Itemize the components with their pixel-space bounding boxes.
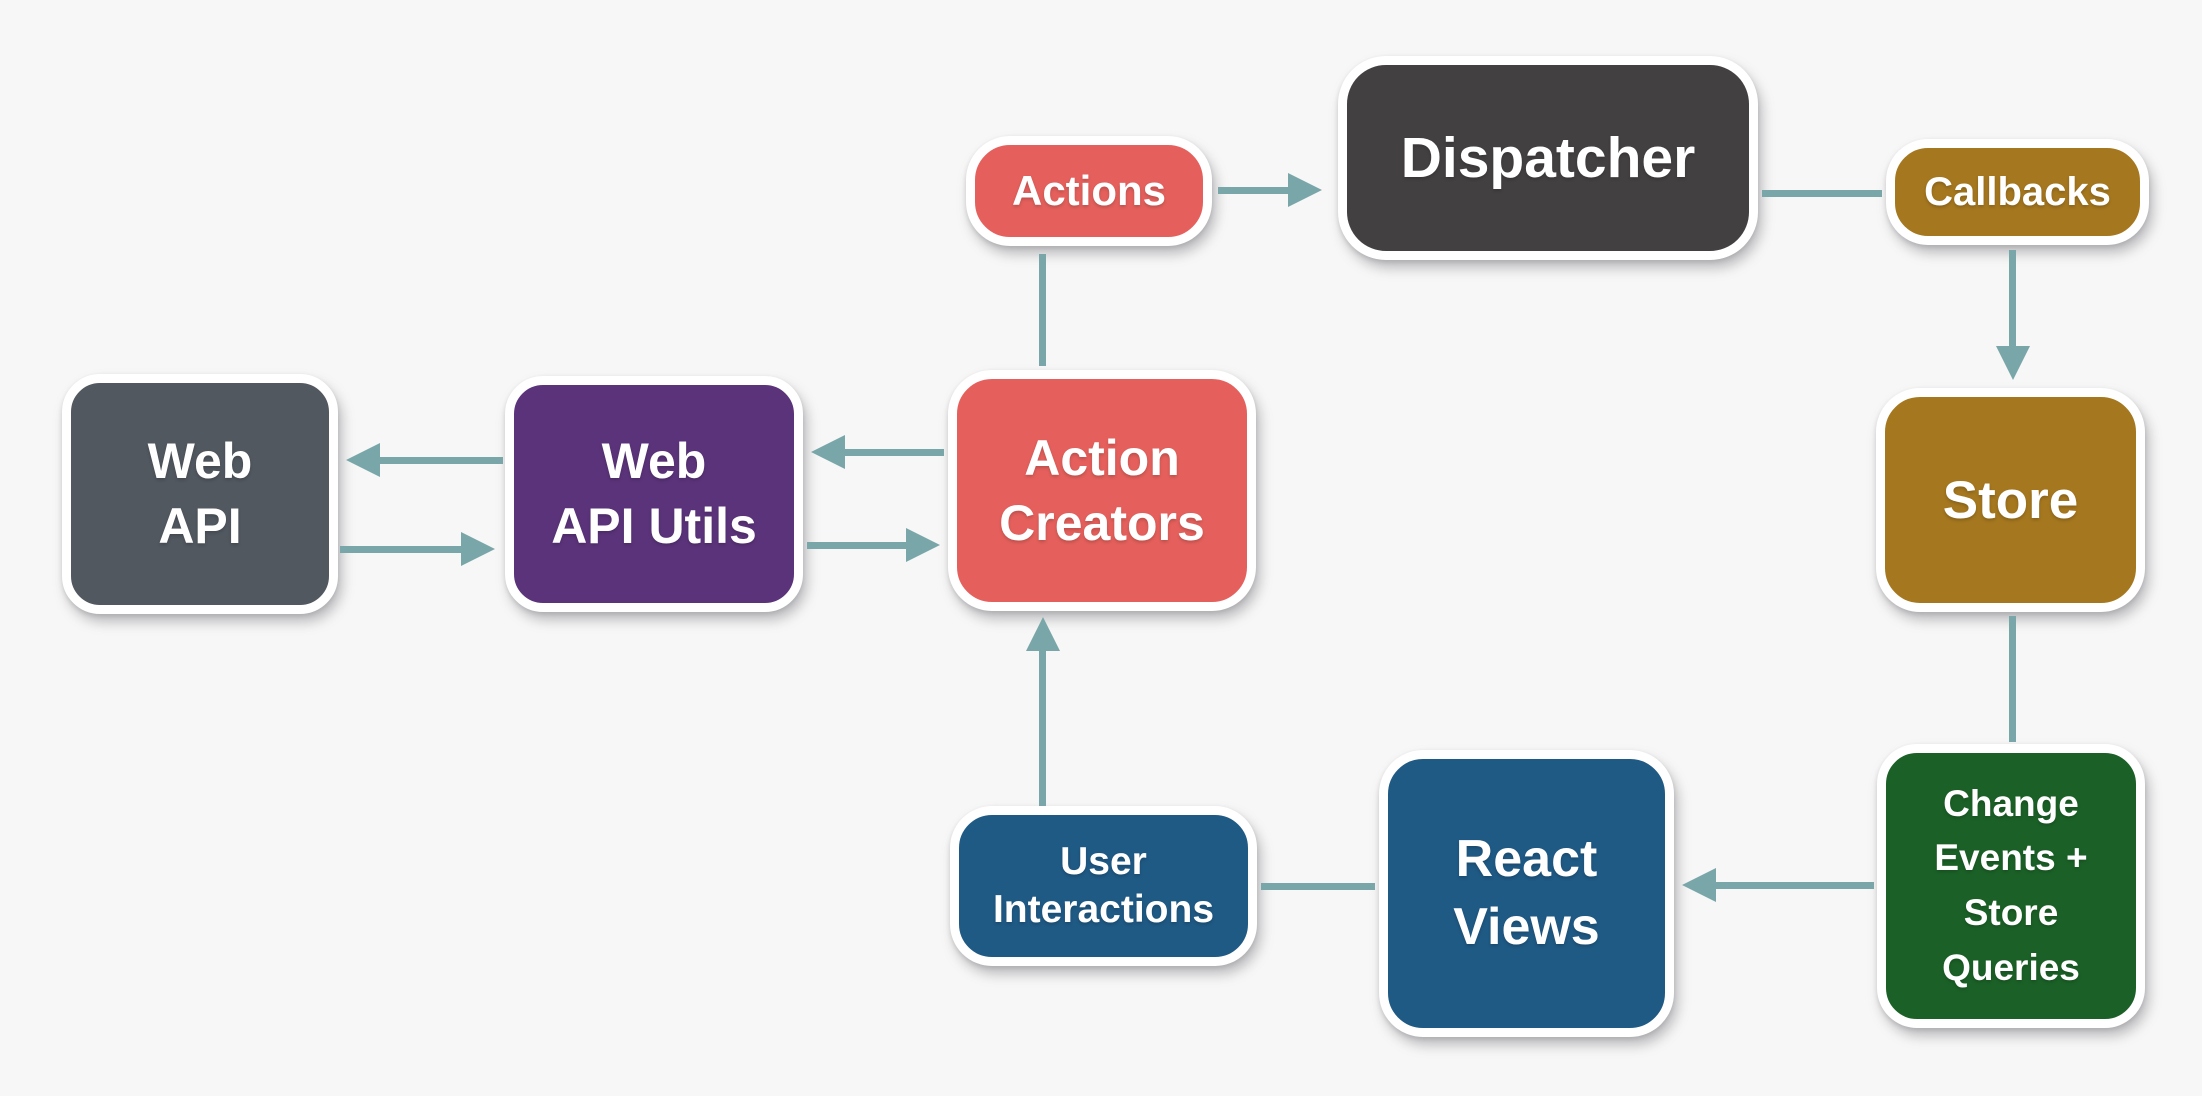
- node-user-interactions-label: User Interactions: [992, 840, 1215, 931]
- node-change-events-store-queries: Change Events + Store Queries: [1877, 744, 2145, 1028]
- edge-web-api-utils-to-action-creators-arrowhead-right: [906, 528, 940, 562]
- node-web-api-utils: Web API Utils: [505, 376, 803, 612]
- node-action-creators-label: Action Creators: [999, 429, 1205, 551]
- edge-actions-to-dispatcher-arrowhead-right: [1288, 173, 1322, 207]
- node-react-views-label: React Views: [1453, 829, 1600, 956]
- edge-web-api-utils-to-web-api-line: [380, 457, 503, 464]
- node-actions: Actions: [966, 136, 1212, 246]
- edge-user-interactions-to-action-creators-line: [1039, 651, 1046, 806]
- node-action-creators: Action Creators: [948, 370, 1256, 611]
- node-user-interactions: User Interactions: [950, 806, 1257, 966]
- edge-react-views-to-user-interactions-line: [1261, 883, 1375, 890]
- node-callbacks: Callbacks: [1886, 139, 2149, 245]
- edge-action-creators-to-web-api-utils-line: [845, 449, 944, 456]
- node-dispatcher-label: Dispatcher: [1400, 126, 1696, 190]
- edge-store-to-change-events-line: [2009, 616, 2016, 742]
- node-change-events-label: Change Events + Store Queries: [1934, 782, 2088, 988]
- edge-change-events-to-react-views-line: [1716, 882, 1874, 889]
- edge-action-creators-to-actions-line: [1039, 254, 1046, 366]
- edge-web-api-to-web-api-utils-line: [340, 546, 461, 553]
- edge-action-creators-to-web-api-utils-arrowhead-left: [811, 435, 845, 469]
- edge-change-events-to-react-views-arrowhead-left: [1682, 868, 1716, 902]
- node-web-api: Web API: [62, 374, 338, 614]
- edge-web-api-to-web-api-utils-arrowhead-right: [461, 532, 495, 566]
- node-actions-label: Actions: [1011, 167, 1166, 214]
- node-react-views: React Views: [1379, 750, 1674, 1037]
- edge-web-api-utils-to-action-creators-line: [807, 542, 906, 549]
- edge-actions-to-dispatcher-line: [1218, 187, 1288, 194]
- node-store: Store: [1876, 388, 2145, 612]
- edge-callbacks-to-store-arrowhead-down: [1996, 346, 2030, 380]
- edge-user-interactions-to-action-creators-arrowhead-up: [1026, 617, 1060, 651]
- edge-dispatcher-to-callbacks-line: [1762, 190, 1882, 197]
- node-store-label: Store: [1942, 470, 2079, 530]
- node-callbacks-label: Callbacks: [1924, 169, 2111, 214]
- edge-web-api-utils-to-web-api-arrowhead-left: [346, 443, 380, 477]
- node-web-api-label: Web API: [147, 433, 253, 554]
- node-dispatcher: Dispatcher: [1338, 56, 1758, 260]
- node-web-api-utils-label: Web API Utils: [551, 433, 757, 554]
- edge-callbacks-to-store-line: [2009, 250, 2016, 346]
